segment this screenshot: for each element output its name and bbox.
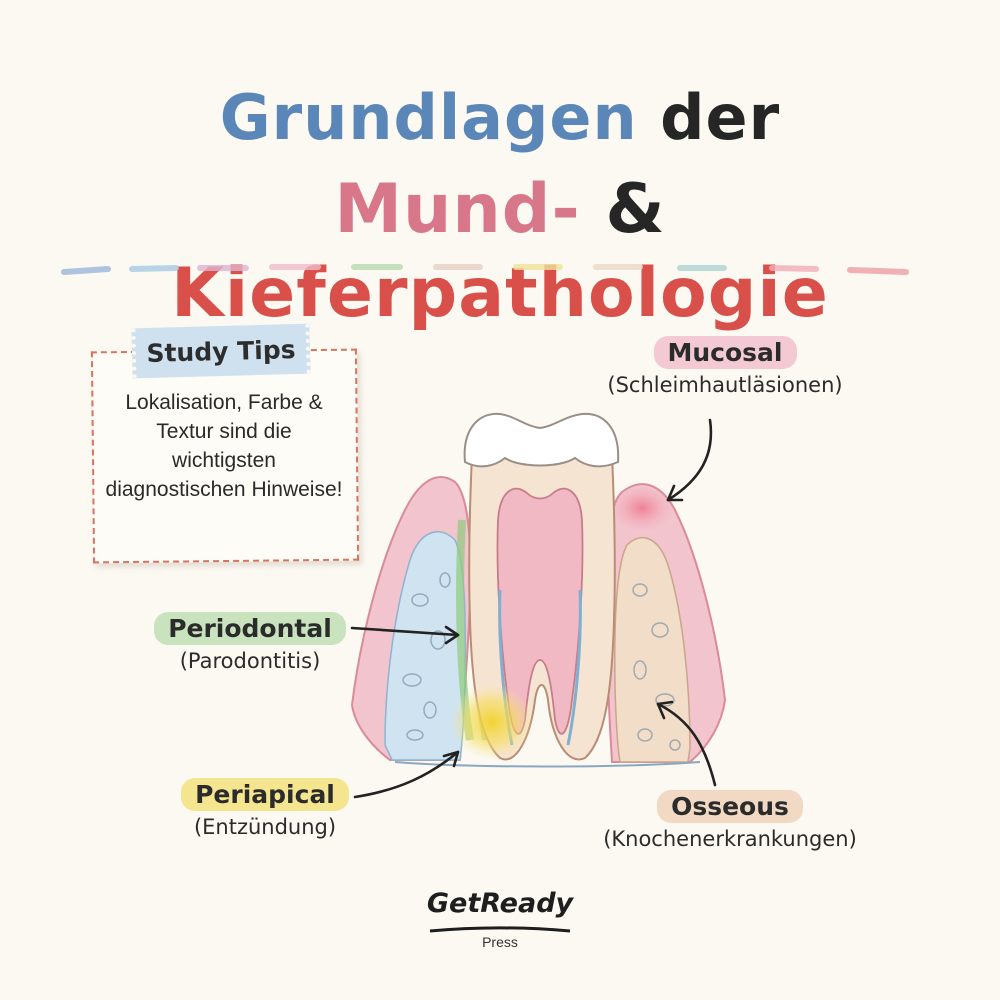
label-periodontal-title: Periodontal	[154, 612, 346, 645]
getready-logo: GetReady Press	[400, 888, 600, 950]
label-osseous: Osseous (Knochenerkrankungen)	[560, 790, 900, 851]
arrow-periodontal-head	[444, 625, 460, 645]
label-periodontal: Periodontal (Parodontitis)	[140, 612, 360, 673]
arrow-mucosal-head	[666, 484, 684, 502]
jaw-base-line	[394, 761, 701, 768]
label-periapical: Periapical (Entzündung)	[160, 778, 370, 839]
label-osseous-subtitle: (Knochenerkrankungen)	[603, 827, 857, 851]
arrow-periapical	[353, 750, 460, 799]
title-line-1: Grundlagen der	[0, 80, 1000, 156]
arrow-mucosal	[666, 418, 713, 502]
bone-trabeculae	[402, 572, 681, 751]
study-tips-text: Lokalisation, Farbe & Textur sind die wi…	[105, 391, 343, 501]
arrow-osseous-head	[656, 700, 674, 720]
logo-swoosh	[429, 926, 571, 933]
root-canal-right	[566, 589, 582, 746]
label-osseous-title: Osseous	[657, 790, 803, 823]
label-periodontal-subtitle: (Parodontitis)	[179, 649, 321, 673]
tooth-enamel-crown	[463, 412, 620, 468]
label-periapical-subtitle: (Entzündung)	[193, 815, 337, 839]
arrow-osseous	[656, 702, 717, 787]
label-periapical-title: Periapical	[181, 778, 349, 811]
label-mucosal: Mucosal (Schleimhautläsionen)	[560, 336, 890, 397]
logo-sub: Press	[482, 934, 518, 950]
label-arrows	[350, 418, 717, 799]
title-word-mund: Mund-	[334, 170, 581, 249]
label-mucosal-title: Mucosal	[653, 336, 797, 369]
arrow-periodontal	[350, 626, 460, 637]
arrow-periapical-head	[442, 750, 460, 768]
title-ampersand: &	[580, 170, 666, 249]
title-word-der: der	[637, 81, 781, 154]
logo-name: GetReady	[426, 888, 574, 919]
periapical-lesion-glow	[450, 684, 534, 760]
gum-inflammation-glow	[610, 484, 674, 532]
rainbow-dash-divider	[61, 264, 909, 275]
title-word-grundlagen: Grundlagen	[219, 81, 638, 154]
label-mucosal-subtitle: (Schleimhautläsionen)	[607, 373, 843, 397]
